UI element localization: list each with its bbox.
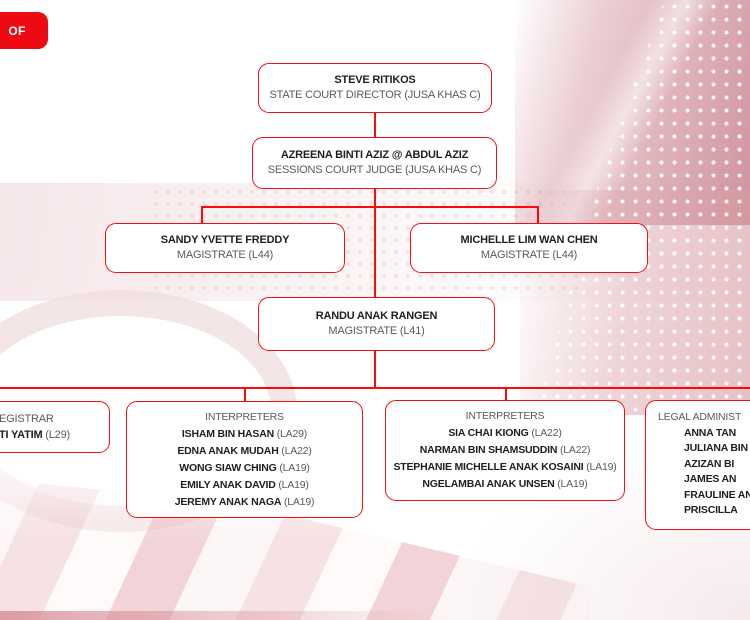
person-name: RANDU ANAK RANGEN: [315, 310, 438, 322]
person-name: SANDY YVETTE FREDDY: [160, 234, 290, 246]
bg-bottom-pink-bar: [0, 611, 450, 620]
title-badge-label: OF: [8, 23, 26, 38]
person-name: AZREENA BINTI AZIZ @ ABDUL AZIZ: [280, 149, 469, 161]
connector-drop-magistrate1: [201, 206, 203, 224]
member-line: ISHAM BIN HASAN (LA29): [127, 426, 362, 443]
connector-drop-interpreters1: [244, 387, 246, 402]
group-title-fragment: LEGAL ADMINIST: [658, 411, 742, 423]
member-grade: (LA22): [281, 444, 312, 457]
person-role: MAGISTRATE (L41): [328, 325, 425, 337]
member-name-fragment: JULIANA BIN: [684, 442, 748, 454]
group-title: INTERPRETERS: [465, 410, 545, 422]
member-line: PRISCILLA: [684, 503, 750, 519]
member-grade: (LA22): [531, 427, 562, 439]
connector-director-judge: [374, 112, 376, 139]
person-name: STEVE RITIKOS: [334, 74, 416, 86]
org-node-interpreters-1: INTERPRETERS ISHAM BIN HASAN (LA29) EDNA…: [126, 401, 363, 518]
member-grade: (L29): [45, 429, 70, 441]
member-line: NGELAMBAI ANAK UNSEN (LA19): [386, 476, 624, 493]
member-grade: (LA19): [279, 461, 310, 474]
person-role: MAGISTRATE (L44): [480, 249, 578, 261]
org-node-legal-admin: LEGAL ADMINIST ANNA TAN JULIANA BIN AZIZ…: [645, 400, 750, 530]
org-node-judge: AZREENA BINTI AZIZ @ ABDUL AZIZ SESSIONS…: [252, 137, 497, 189]
member-line: NARMAN BIN SHAMSUDDIN (LA22): [386, 442, 624, 459]
member-grade: (LA29): [276, 427, 308, 440]
member-name-fragment: ANNA TAN: [684, 426, 737, 439]
member-line: FRAULINE AN: [684, 488, 750, 504]
bg-topright-pink-gradient: [515, 0, 750, 225]
bg-right-dot-grid: [536, 0, 750, 412]
member-name: WONG SIAW CHING: [179, 461, 277, 474]
member-name-fragment: PRISCILLA: [684, 504, 738, 516]
person-name: MICHELLE LIM WAN CHEN: [460, 234, 598, 246]
group-title: INTERPRETERS: [205, 410, 284, 423]
org-node-magistrate-1: SANDY YVETTE FREDDY MAGISTRATE (L44): [105, 223, 345, 273]
member-name-fragment: JAMES AN: [684, 473, 737, 485]
member-name: ISHAM BIN HASAN: [181, 427, 275, 440]
bg-topright-white-streak: [515, 0, 750, 225]
member-line: ANNA TAN: [684, 426, 750, 442]
member-line: SIA CHAI KIONG (LA22): [386, 425, 624, 442]
member-line: JULIANA BIN: [684, 441, 750, 457]
member-name: NARMAN BIN SHAMSUDDIN: [419, 444, 558, 456]
connector-magistrate3-bottom: [374, 350, 376, 389]
member-grade: (LA19): [278, 478, 309, 491]
member-grade: (LA19): [557, 478, 588, 490]
member-line: EDNA ANAK MUDAH (LA22): [127, 443, 362, 460]
org-node-director: STEVE RITIKOS STATE COURT DIRECTOR (JUSA…: [258, 63, 492, 113]
connector-drop-magistrate2: [537, 206, 539, 224]
person-role: STATE COURT DIRECTOR (JUSA KHAS C): [269, 89, 481, 101]
connector-bottom-row-tee: [0, 387, 750, 389]
person-role: SESSIONS COURT JUDGE (JUSA KHAS C): [267, 164, 482, 176]
member-line: EMILY ANAK DAVID (LA19): [127, 477, 362, 494]
member-grade: (LA22): [559, 444, 591, 456]
member-name-fragment: FRAULINE AN: [684, 488, 750, 501]
org-node-magistrate-2: MICHELLE LIM WAN CHEN MAGISTRATE (L44): [410, 223, 648, 273]
member-name: SIA CHAI KIONG: [448, 427, 529, 439]
member-line: STEPHANIE MICHELLE ANAK KOSAINI (LA19): [386, 459, 624, 476]
member-name: NGELAMBAI ANAK UNSEN: [422, 478, 555, 490]
member-line: JEREMY ANAK NAGA (LA19): [127, 494, 362, 511]
registrar-title-fragment: EGISTRAR: [0, 413, 54, 425]
member-name: EDNA ANAK MUDAH: [177, 444, 279, 457]
connector-judge-magistrate3: [374, 188, 376, 298]
member-name: STEPHANIE MICHELLE ANAK KOSAINI: [393, 461, 584, 473]
member-name: TI YATIM: [0, 429, 43, 441]
person-role: MAGISTRATE (L44): [176, 249, 274, 261]
member-name-fragment: AZIZAN BI: [684, 457, 735, 470]
member-grade: (LA19): [283, 495, 315, 508]
org-node-magistrate-3: RANDU ANAK RANGEN MAGISTRATE (L41): [258, 297, 495, 351]
member-grade: (LA19): [586, 461, 617, 473]
member-line: WONG SIAW CHING (LA19): [127, 460, 362, 477]
connector-magistrates-tee: [201, 206, 539, 208]
title-badge: OF: [0, 12, 48, 49]
member-name: JEREMY ANAK NAGA: [174, 495, 282, 508]
registrar-name-line: TI YATIM (L29): [0, 427, 70, 443]
org-node-interpreters-2: INTERPRETERS SIA CHAI KIONG (LA22) NARMA…: [385, 400, 625, 501]
org-node-registrar: EGISTRAR TI YATIM (L29): [0, 401, 110, 453]
connector-drop-interpreters2: [505, 387, 507, 401]
member-line: AZIZAN BI: [684, 457, 750, 473]
member-line: JAMES AN: [684, 472, 750, 488]
member-name: EMILY ANAK DAVID: [180, 478, 276, 491]
